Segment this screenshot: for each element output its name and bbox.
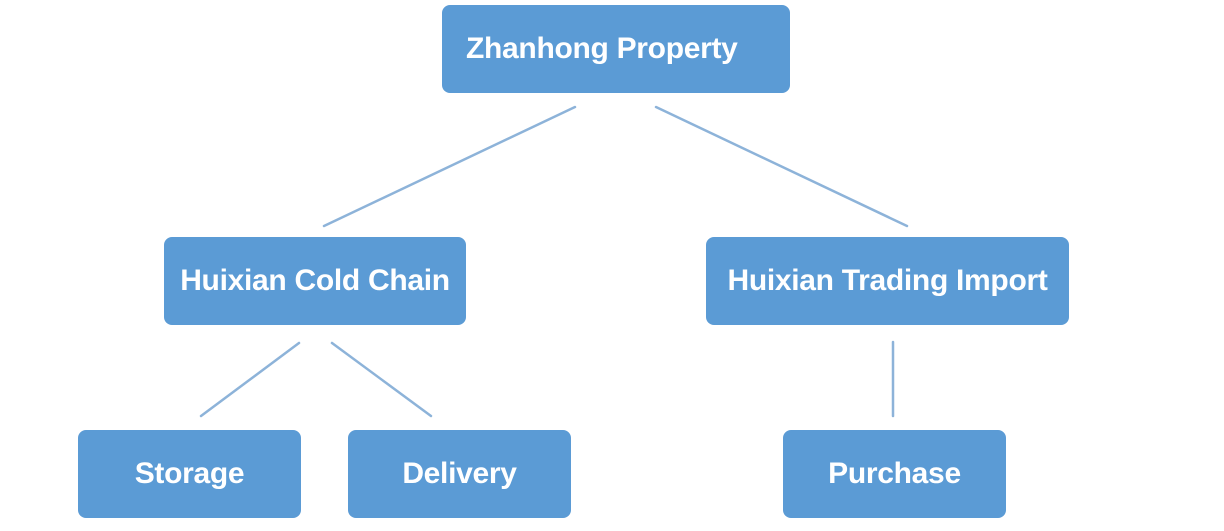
node-label: Storage [134,457,245,490]
node-storage: Storage [78,430,301,518]
node-huixian-cold-chain: Huixian Cold Chain [164,237,466,325]
connector-cold-chain-to-storage [199,341,301,418]
node-zhanhong-property: Zhanhong Property [442,5,790,93]
node-purchase: Purchase [783,430,1006,518]
node-label: Purchase [828,457,961,490]
connector-root-to-cold-chain [322,105,577,228]
connector-cold-chain-to-delivery [330,341,433,418]
node-label: Delivery [402,457,517,490]
node-delivery: Delivery [348,430,571,518]
node-label: Huixian Cold Chain [180,264,450,297]
connector-root-to-trading-import [654,105,909,228]
node-huixian-trading-import: Huixian Trading Import [706,237,1069,325]
node-label: Huixian Trading Import [727,264,1048,297]
node-label: Zhanhong Property [466,32,738,65]
